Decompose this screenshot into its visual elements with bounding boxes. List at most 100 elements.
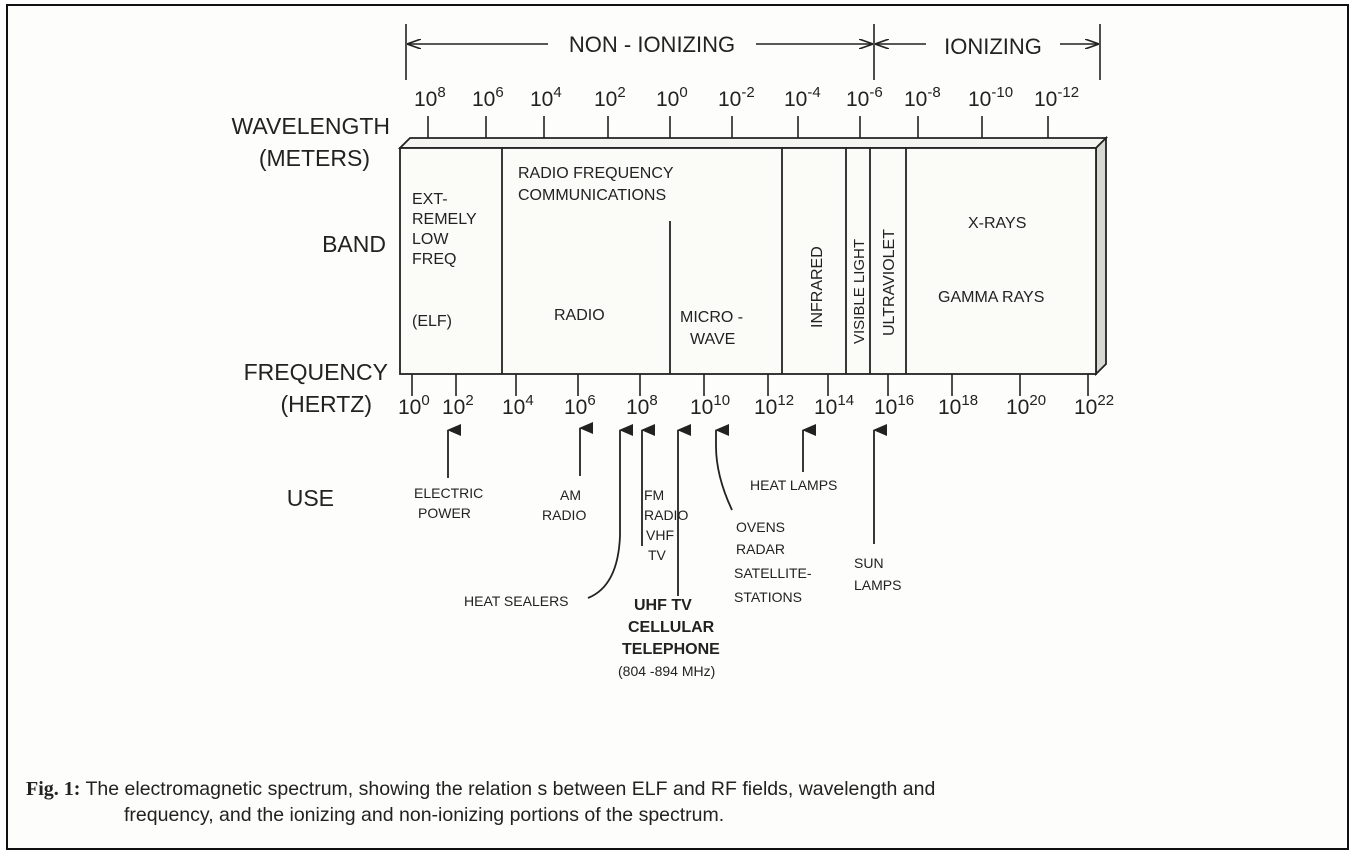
frequency-tick-exponent: 12	[777, 392, 794, 409]
wavelength-tick-exponent: 8	[437, 84, 445, 101]
use-labels: ELECTRIC POWER AM RADIO FM RADIO VHF TV …	[414, 477, 901, 679]
wavelength-tick-label: 10-2	[718, 84, 755, 111]
frequency-tick-base: 10	[1074, 396, 1097, 419]
use-arrows	[447, 422, 887, 599]
wavelength-tick-label: 108	[414, 84, 446, 111]
frequency-tick-label: 108	[626, 392, 658, 419]
frequency-tick-base: 10	[398, 396, 421, 419]
frequency-tick-base: 10	[938, 396, 961, 419]
frequency-tick-base: 10	[814, 396, 837, 419]
frequency-tick-base: 10	[564, 396, 587, 419]
wavelength-tick-base: 10	[656, 88, 679, 111]
frequency-tick-label: 1010	[690, 392, 730, 419]
wavelength-tick-base: 10	[968, 88, 991, 111]
caption-line-1: The electromagnetic spectrum, showing th…	[85, 778, 936, 800]
frequency-tick-exponent: 8	[649, 392, 657, 409]
wavelength-tick-exponent: 0	[679, 84, 687, 101]
uhf-line-2: CELLULAR	[628, 619, 715, 636]
row-labels: WAVELENGTH (METERS) BAND FREQUENCY (HERT…	[232, 113, 390, 511]
ultraviolet-band-label: ULTRAVIOLET	[881, 229, 898, 336]
band-labels: EXT- REMELY LOW FREQ (ELF) RADIO FREQUEN…	[412, 165, 1044, 348]
infrared-band-label: INFRARED	[809, 246, 826, 328]
region-indicators	[405, 24, 1101, 80]
ovens-line-4: STATIONS	[734, 589, 802, 605]
wavelength-tick-label: 106	[472, 84, 504, 111]
fm-radio-line-4: TV	[648, 547, 667, 563]
wavelength-tick-label: 10-10	[968, 84, 1013, 111]
elf-line-4: FREQ	[412, 251, 456, 268]
frequency-tick-exponent: 18	[961, 392, 978, 409]
frequency-tick-label: 104	[502, 392, 534, 419]
frequency-tick-base: 10	[626, 396, 649, 419]
wavelength-tick-base: 10	[414, 88, 437, 111]
electric-power-line-2: POWER	[418, 505, 471, 521]
wavelength-tick-exponent: 4	[553, 84, 561, 101]
band-label: BAND	[322, 231, 386, 257]
rf-line-1: RADIO FREQUENCY	[518, 165, 674, 182]
ovens-radar-arrow	[715, 424, 733, 511]
wavelength-tick-exponent: -2	[741, 84, 754, 101]
frequency-tick-label: 1014	[814, 392, 854, 419]
frequency-tick-label: 1012	[754, 392, 794, 419]
box-top-face	[397, 137, 1109, 149]
wavelength-tick-label: 10-4	[784, 84, 821, 111]
wavelength-tick-exponent: -12	[1057, 84, 1079, 101]
wavelength-tick-exponent: 2	[617, 84, 625, 101]
use-label: USE	[287, 485, 334, 511]
wavelength-tick-label: 10-8	[904, 84, 941, 111]
frequency-tick-exponent: 10	[713, 392, 730, 409]
uhf-line-4: (804 -894 MHz)	[618, 663, 715, 679]
frequency-tick-label: 1022	[1074, 392, 1114, 419]
frequency-tick-exponent: 6	[587, 392, 595, 409]
ovens-line-1: OVENS	[736, 519, 785, 535]
heat-sealers-arrow	[587, 424, 633, 599]
wavelength-tick-base: 10	[718, 88, 741, 111]
wavelength-unit-label: (METERS)	[259, 145, 370, 171]
caption-line-2: frequency, and the ionizing and non-ioni…	[124, 804, 725, 826]
ionizing-label: IONIZING	[944, 34, 1042, 59]
microwave-line-2: WAVE	[690, 331, 735, 348]
frequency-tick-base: 10	[1006, 396, 1029, 419]
frequency-tick-label: 100	[398, 392, 430, 419]
xrays-band-label: X-RAYS	[968, 215, 1026, 232]
wavelength-tick-base: 10	[904, 88, 927, 111]
microwave-line-1: MICRO -	[680, 309, 743, 326]
frequency-tick-label: 1016	[874, 392, 914, 419]
wavelength-tick-exponent: -10	[991, 84, 1013, 101]
heat-sealers-label: HEAT SEALERS	[464, 593, 569, 609]
frequency-tick-label: 1020	[1006, 392, 1046, 419]
wavelength-tick-label: 104	[530, 84, 562, 111]
frequency-tick-exponent: 16	[897, 392, 914, 409]
fm-radio-line-1: FM	[644, 487, 664, 503]
wavelength-tick-base: 10	[530, 88, 553, 111]
wavelength-tick-exponent: -4	[807, 84, 820, 101]
heat-lamps-label: HEAT LAMPS	[750, 477, 837, 493]
gamma-rays-band-label: GAMMA RAYS	[938, 289, 1044, 306]
wavelength-tick-exponent: -8	[927, 84, 940, 101]
frequency-tick-base: 10	[754, 396, 777, 419]
frequency-tick-base: 10	[690, 396, 713, 419]
uhf-line-1: UHF TV	[634, 597, 692, 614]
wavelength-tick-base: 10	[784, 88, 807, 111]
elf-line-3: LOW	[412, 231, 449, 248]
em-spectrum-diagram: NON - IONIZING IONIZING WAVELENGTH (METE…	[232, 24, 1114, 679]
frequency-tick-exponent: 20	[1029, 392, 1046, 409]
frequency-tick-label: 1018	[938, 392, 978, 419]
wavelength-tick-exponent: 6	[495, 84, 503, 101]
caption-label: Fig. 1:	[26, 778, 81, 800]
rf-line-2: COMMUNICATIONS	[518, 187, 666, 204]
fm-radio-line-2: RADIO	[644, 507, 688, 523]
box-front-face	[399, 147, 1097, 375]
frequency-tick-label: 106	[564, 392, 596, 419]
wavelength-tick-exponent: -6	[869, 84, 882, 101]
am-radio-line-1: AM	[560, 487, 581, 503]
frequency-tick-base: 10	[442, 396, 465, 419]
wavelength-tick-base: 10	[1034, 88, 1057, 111]
frequency-label: FREQUENCY	[244, 359, 388, 385]
ovens-line-3: SATELLITE-	[734, 565, 812, 581]
uhf-line-3: TELEPHONE	[622, 641, 720, 658]
spectrum-box	[397, 135, 1109, 377]
wavelength-tick-base: 10	[472, 88, 495, 111]
frequency-tick-base: 10	[502, 396, 525, 419]
